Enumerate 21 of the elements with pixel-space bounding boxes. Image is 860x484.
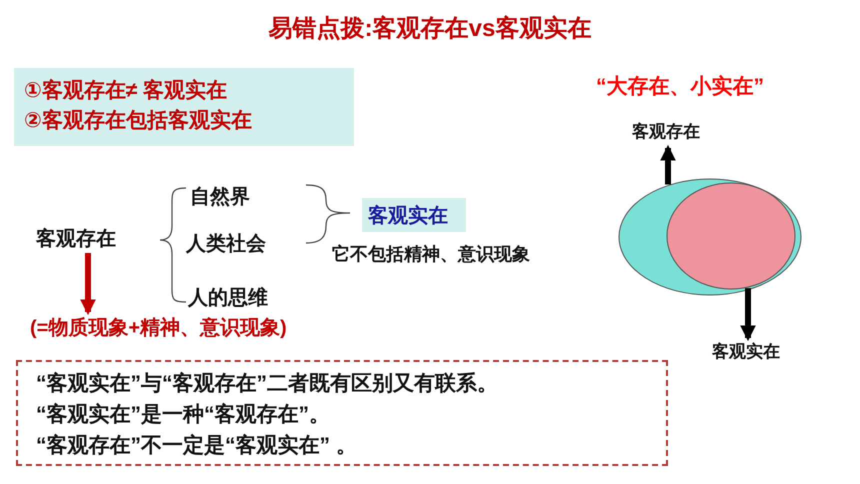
item-text: 自然界	[190, 183, 280, 211]
concept-text: 客观存在	[36, 225, 136, 253]
item-text: 人类社会	[186, 230, 296, 258]
slogan-text: “大存在、小实在”	[596, 74, 764, 100]
slide-title: 易错点拨:客观存在vs客观实在	[268, 14, 592, 44]
text-line: “客观存在”不一定是“客观实在” 。	[36, 432, 358, 459]
arrow	[660, 144, 676, 184]
note-text: 它不包括精神、意识现象	[332, 243, 530, 266]
dashed-text-box	[16, 360, 668, 466]
text-line: “客观实在”是一种“客观存在”。	[36, 402, 331, 428]
highlight-box: 客观实在	[362, 198, 466, 232]
text-line: ①客观存在≠ 客观实在	[24, 78, 228, 104]
text-line: ②客观存在包括客观实在	[24, 108, 253, 134]
note-text: (=物质现象+精神、意识现象)	[30, 314, 390, 344]
text-line: “客观实在”与“客观存在”二者既有区别又有联系。	[36, 370, 499, 397]
arrow	[80, 253, 96, 316]
ellipse-label: 客观存在	[632, 120, 732, 146]
item-text: 人的思维	[188, 284, 298, 312]
arrow	[740, 288, 756, 342]
ellipse-label: 客观实在	[712, 340, 812, 366]
text-panel	[14, 68, 354, 146]
